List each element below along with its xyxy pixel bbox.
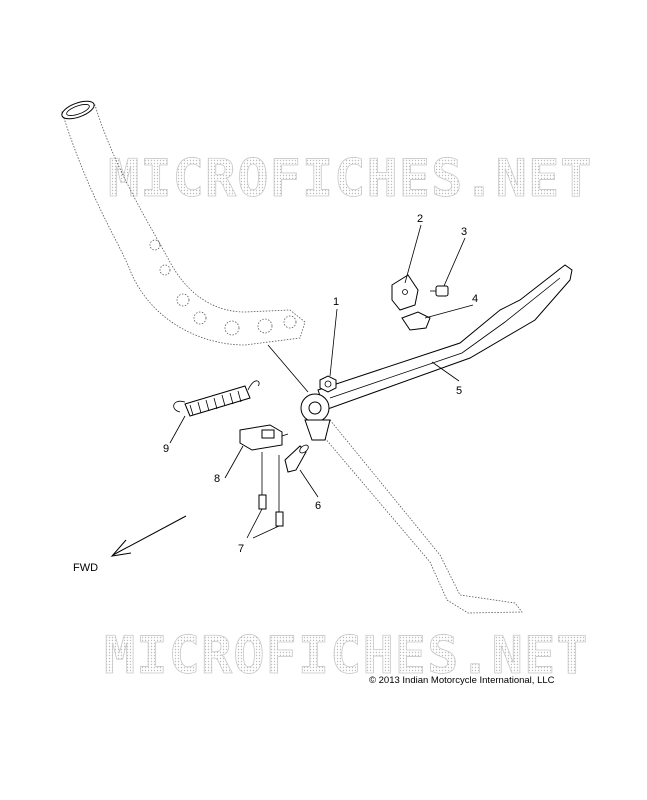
callout-3: 3 <box>461 226 467 238</box>
fwd-arrow-icon <box>110 515 187 557</box>
callout-9: 9 <box>163 443 169 455</box>
bumper-part-6 <box>284 444 309 473</box>
screws-part-7 <box>258 452 284 527</box>
switch-part-8 <box>239 424 289 451</box>
watermark-bottom: MICROFICHES.NET <box>104 626 589 686</box>
kickstand-arm <box>300 264 573 441</box>
callout-1: 1 <box>333 296 339 308</box>
copyright-notice: © 2013 Indian Motorcycle International, … <box>369 675 555 686</box>
callout-7: 7 <box>238 543 244 555</box>
nut-part-1 <box>319 375 337 393</box>
spring-part-9 <box>173 380 260 417</box>
callout-5: 5 <box>456 385 462 397</box>
bracket-part-2 <box>391 274 419 311</box>
bolt-part-3 <box>430 285 449 297</box>
callout-leaders <box>169 224 474 539</box>
frame-leader <box>267 344 309 393</box>
callout-6: 6 <box>315 500 321 512</box>
fwd-label: FWD <box>73 562 98 574</box>
watermark-top: MICROFICHES.NET <box>108 149 593 209</box>
kickstand-lowered-position <box>317 419 523 614</box>
callout-4: 4 <box>472 293 478 305</box>
callout-8: 8 <box>214 473 220 485</box>
frame-tube <box>61 100 306 346</box>
callout-2: 2 <box>417 213 423 225</box>
clip-part-4 <box>401 311 431 331</box>
